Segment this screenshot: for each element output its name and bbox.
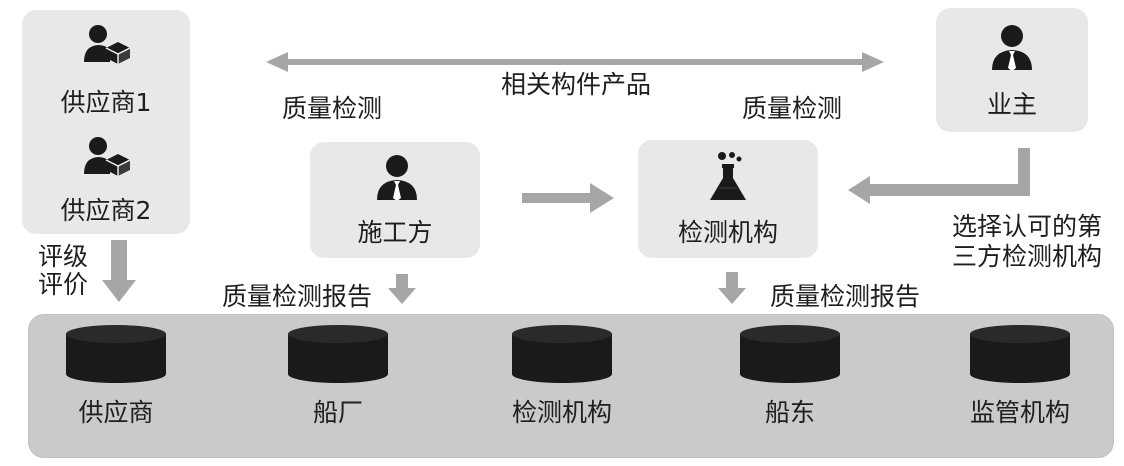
contractor-label: 施工方 [357, 218, 433, 247]
report-left-label: 质量检测报告 [222, 282, 373, 311]
flask-icon [710, 152, 746, 200]
contractor-to-agency-arrow [522, 183, 614, 213]
quality-check-left-label: 质量检测 [282, 94, 383, 123]
quality-check-right-label: 质量检测 [742, 94, 843, 123]
report-right-label: 质量检测报告 [770, 282, 921, 311]
database-cylinder-icon [740, 325, 840, 383]
database-cylinder-icon [66, 325, 166, 383]
product-double-arrow [266, 52, 884, 72]
database-cylinder-icon [512, 325, 612, 383]
report-left-down-arrow [388, 274, 416, 304]
supplier-person-box-icon [84, 25, 131, 64]
person-tie-icon [992, 25, 1032, 71]
report-right-down-arrow [718, 272, 746, 304]
supplier1-label: 供应商1 [60, 88, 152, 117]
owner-select-agency-arrow [848, 148, 1030, 204]
choose-agency-line2: 三方检测机构 [952, 242, 1103, 271]
rating-label-line2: 评价 [38, 270, 89, 299]
supplier2-label: 供应商2 [60, 196, 152, 225]
product-arrow-label: 相关构件产品 [500, 70, 651, 99]
database-label-shipowner: 船东 [764, 398, 815, 427]
database-cylinder-icon [970, 325, 1070, 383]
owner-label: 业主 [986, 90, 1037, 119]
database-label-regulator: 监管机构 [969, 398, 1070, 427]
rating-label-line1: 评级 [38, 242, 89, 271]
supplier-person-box-icon [84, 137, 131, 176]
person-tie-icon [377, 155, 417, 201]
database-label-shipyard: 船厂 [312, 398, 363, 427]
database-label-agency: 检测机构 [511, 398, 612, 427]
inspection-agency-label: 检测机构 [677, 218, 778, 247]
rating-down-arrow [102, 240, 136, 302]
database-label-supplier: 供应商 [78, 398, 154, 427]
choose-agency-line1: 选择认可的第 [952, 212, 1103, 241]
database-cylinder-icon [288, 325, 388, 383]
